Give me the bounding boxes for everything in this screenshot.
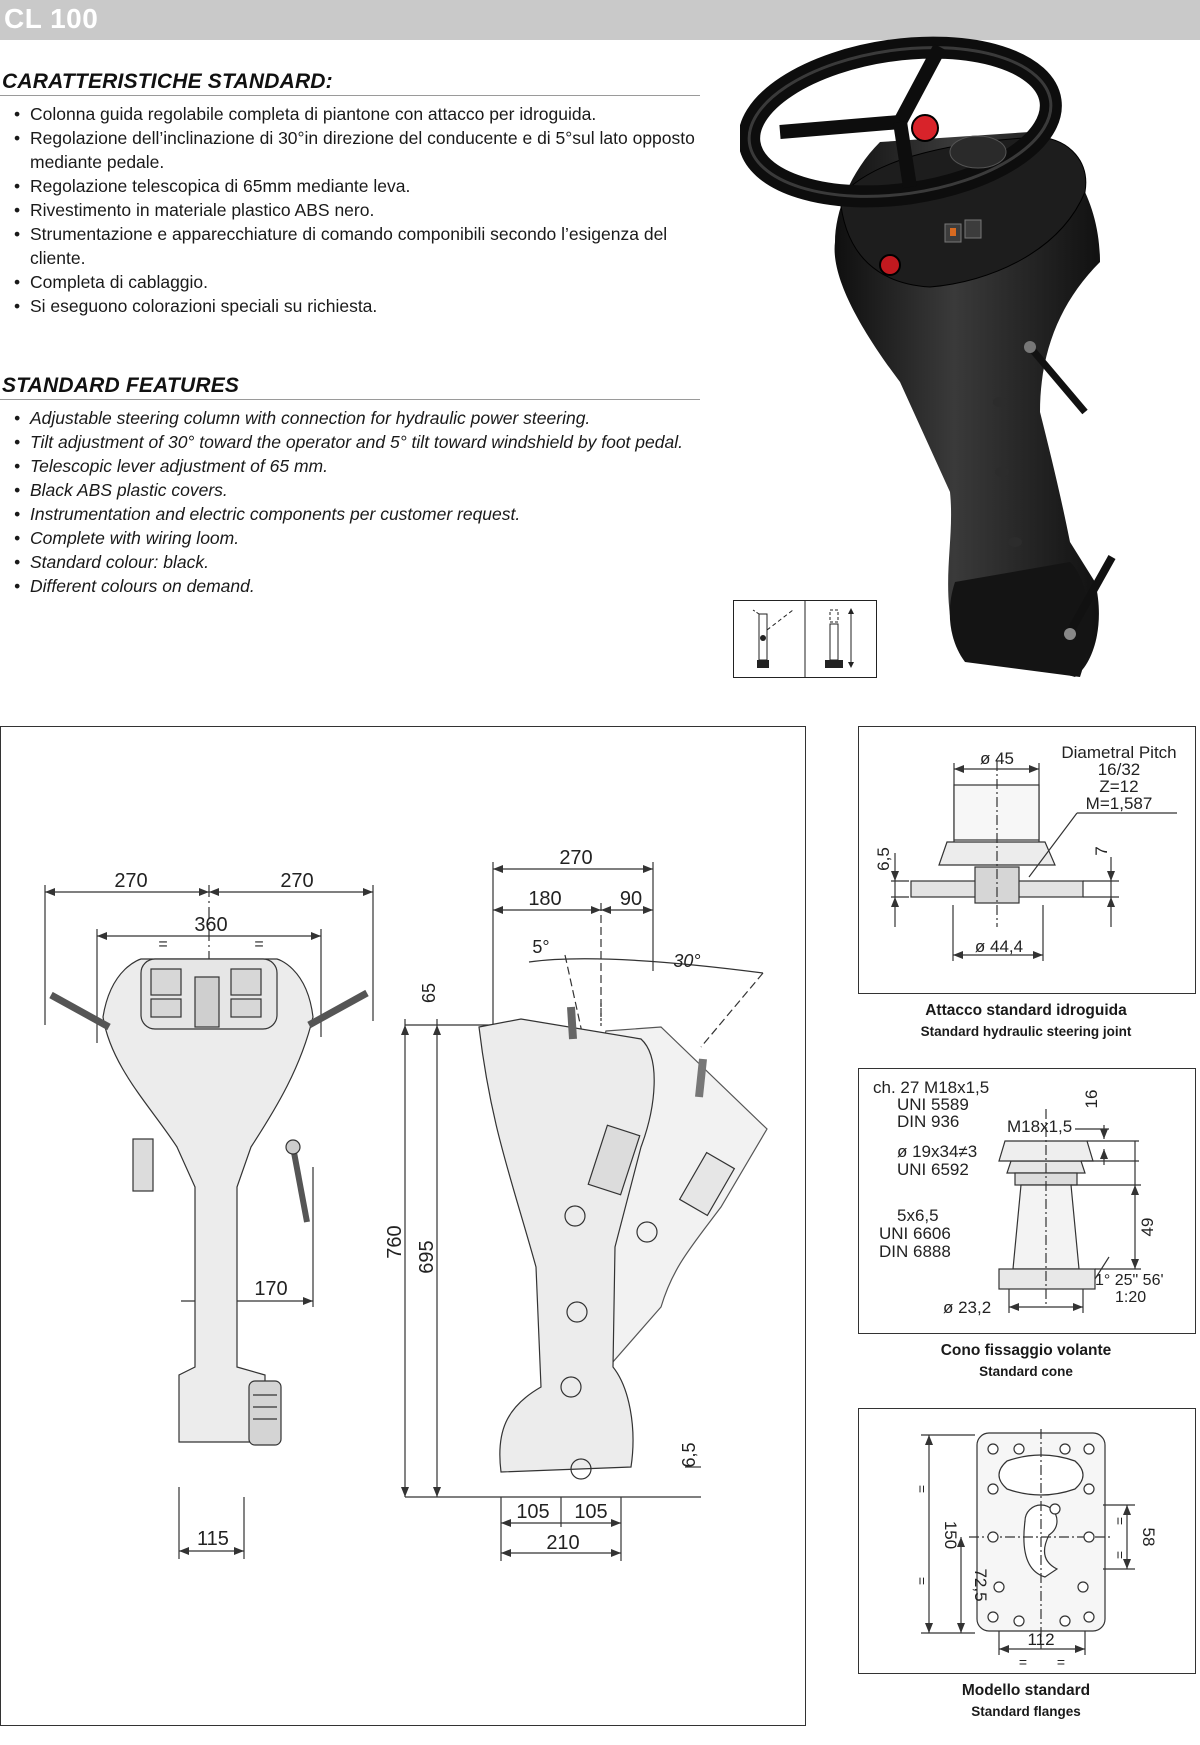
dim-side-210: 210 [546,1532,579,1554]
feature-item: Completa di cablaggio. [2,270,702,294]
cone-m18: M18x1,5 [1007,1117,1072,1136]
flange-dim-150: 150 [941,1521,960,1549]
feature-item: Regolazione telescopica di 65mm mediante… [2,174,702,198]
flange-dim-112: 112 [1027,1630,1054,1649]
dim-side-760: 760 [384,1225,406,1258]
feature-item: Standard colour: black. [2,550,702,574]
flange-eq-3: = [1112,1517,1128,1525]
cone-spec-4: ø 19x34≠3 [897,1142,977,1161]
cone-spec-7: UNI 6606 [879,1224,951,1243]
header-bar: CL 100 [0,0,1200,40]
dim-6-5: 6,5 [874,847,893,871]
en-section-title: STANDARD FEATURES [2,374,240,397]
angle-5: 5° [532,937,549,957]
dim-front-270-left: 270 [114,870,147,892]
cone-dim-49: 49 [1138,1218,1157,1237]
dim-front-eq-left: = [158,936,167,953]
joint-caption-en: Standard hydraulic steering joint [920,1024,1132,1039]
adjustment-icons [733,600,877,678]
pitch-label: Diametral Pitch [1061,743,1176,762]
dim-side-6-5: 6,5 [679,1442,699,1467]
flange-eq-5: = [1019,1654,1027,1670]
cone-taper-ratio: 1:20 [1115,1289,1146,1306]
en-section-divider [0,399,700,400]
cone-dim-diam-23-2: ø 23,2 [943,1298,991,1317]
flange-dim-58: 58 [1139,1528,1158,1547]
feature-item: Tilt adjustment of 30° toward the operat… [2,430,702,454]
flange-caption-en: Standard flanges [971,1704,1081,1719]
cone-taper-angle: 1° 25" 56' [1095,1272,1164,1289]
tooth-count: Z=12 [1099,777,1138,796]
dim-side-90: 90 [620,888,642,910]
it-feature-list: Colonna guida regolabile completa di pia… [2,102,702,318]
tilt-icon [752,609,794,668]
it-section-divider [0,95,700,96]
joint-drawing-panel: ø 45 Diametral Pitch 16/32 Z=12 M=1,587 … [858,726,1196,994]
main-drawing-panel: 270 270 360 = = 170 115 270 180 90 5° 30… [0,726,806,1726]
dim-side-270: 270 [559,847,592,869]
flange-eq-1: = [914,1485,930,1493]
dim-7: 7 [1092,846,1111,855]
feature-item: Black ABS plastic covers. [2,478,702,502]
feature-item: Adjustable steering column with connecti… [2,406,702,430]
flange-dim-72-5: 72,5 [971,1568,990,1601]
module-value: M=1,587 [1086,794,1153,813]
dim-side-105-left: 105 [516,1501,549,1523]
feature-item: Different colours on demand. [2,574,702,598]
dim-side-180: 180 [528,888,561,910]
dim-front-eq-right: = [254,936,263,953]
flange-caption-it: Modello standard [961,1682,1091,1699]
feature-item: Telescopic lever adjustment of 65 mm. [2,454,702,478]
cone-spec-5: UNI 6592 [897,1160,969,1179]
page-title: CL 100 [4,3,99,34]
feature-item: Colonna guida regolabile completa di pia… [2,102,702,126]
main-technical-drawing: 270 270 360 = = 170 115 270 180 90 5° 30… [44,847,768,1561]
steering-column-photo [738,22,1180,710]
dim-diam-45: ø 45 [980,749,1014,768]
dim-front-115: 115 [197,1528,229,1550]
dim-side-695: 695 [416,1240,438,1273]
pitch-value: 16/32 [1098,760,1141,779]
joint-caption-it: Attacco standard idroguida [925,1002,1127,1019]
cone-spec-2: UNI 5589 [897,1095,969,1114]
dim-front-360: 360 [194,914,227,936]
feature-item: Si eseguono colorazioni speciali su rich… [2,294,702,318]
cone-spec-3: DIN 936 [897,1112,959,1131]
flange-eq-6: = [1057,1654,1065,1670]
steering-cone-drawing: ch. 27 M18x1,5 UNI 5589 DIN 936 M18x1,5 … [873,1078,1164,1317]
flange-drawing-panel: 150 72,5 58 112 = = = = = = [858,1408,1196,1674]
cone-drawing-panel: ch. 27 M18x1,5 UNI 5589 DIN 936 M18x1,5 … [858,1068,1196,1334]
en-feature-list: Adjustable steering column with connecti… [2,406,702,598]
dim-front-170: 170 [254,1278,287,1300]
feature-item: Instrumentation and electric components … [2,502,702,526]
cone-caption-it: Cono fissaggio volante [940,1342,1112,1359]
cone-spec-6: 5x6,5 [897,1206,939,1225]
feature-item: Strumentazione e apparecchiature di coma… [2,222,702,270]
dim-side-105-right: 105 [574,1501,607,1523]
flange-eq-2: = [914,1577,930,1585]
cone-caption-en: Standard cone [979,1364,1073,1379]
dim-diam-44-4: ø 44,4 [975,937,1023,956]
flange-eq-4: = [1112,1551,1128,1559]
cone-spec-1: ch. 27 M18x1,5 [873,1078,989,1097]
feature-item: Regolazione dell’inclinazione di 30°in d… [2,126,702,174]
telescopic-icon [825,608,854,668]
dim-side-65: 65 [419,983,439,1003]
standard-flange-drawing: 150 72,5 58 112 = = = = = = [914,1429,1158,1670]
it-section-title: CARATTERISTICHE STANDARD: [2,70,333,93]
feature-item: Complete with wiring loom. [2,526,702,550]
feature-item: Rivestimento in materiale plastico ABS n… [2,198,702,222]
cone-spec-8: DIN 6888 [879,1242,951,1261]
dim-front-270-right: 270 [280,870,313,892]
angle-30: 30° [673,951,700,971]
hydraulic-joint-drawing: ø 45 Diametral Pitch 16/32 Z=12 M=1,587 … [874,743,1177,961]
cone-dim-16: 16 [1082,1090,1101,1109]
